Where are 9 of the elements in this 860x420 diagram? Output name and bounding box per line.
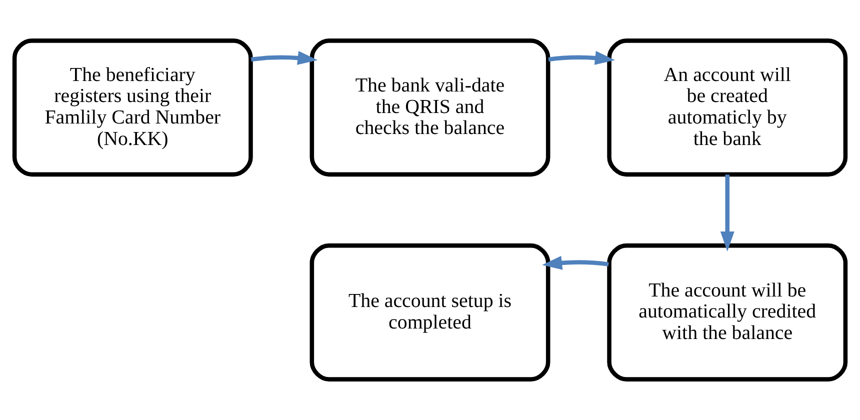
node-box: The beneficiary registers using their Famlily Card Number (No.KK) <box>12 38 253 177</box>
arrow <box>542 256 609 270</box>
node-box: The account will be automatically credited with the balance <box>607 243 848 382</box>
node-box: An account will be created automaticly by the bank <box>607 38 848 177</box>
node-box: The bank vali-date the QRIS and checks the balance <box>310 38 550 177</box>
arrow <box>720 174 734 252</box>
arrow <box>548 51 615 65</box>
node-box: The account setup is completed <box>310 243 550 382</box>
arrow <box>250 51 318 65</box>
